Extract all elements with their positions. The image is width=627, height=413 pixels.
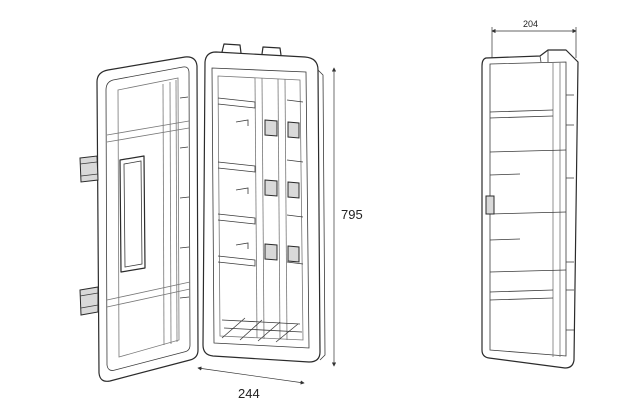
door-panel [96,56,199,382]
hinge-top [79,155,99,183]
width-label: 244 [238,386,260,401]
dimension-height: 795 [331,67,363,367]
box-body [202,43,326,363]
door-window [119,155,146,273]
hinge-bottom [79,286,99,316]
side-view [481,49,579,369]
dimension-depth: 204 [491,19,577,58]
depth-label: 204 [523,19,538,29]
dimension-width: 244 [197,366,305,401]
height-label: 795 [341,207,363,222]
